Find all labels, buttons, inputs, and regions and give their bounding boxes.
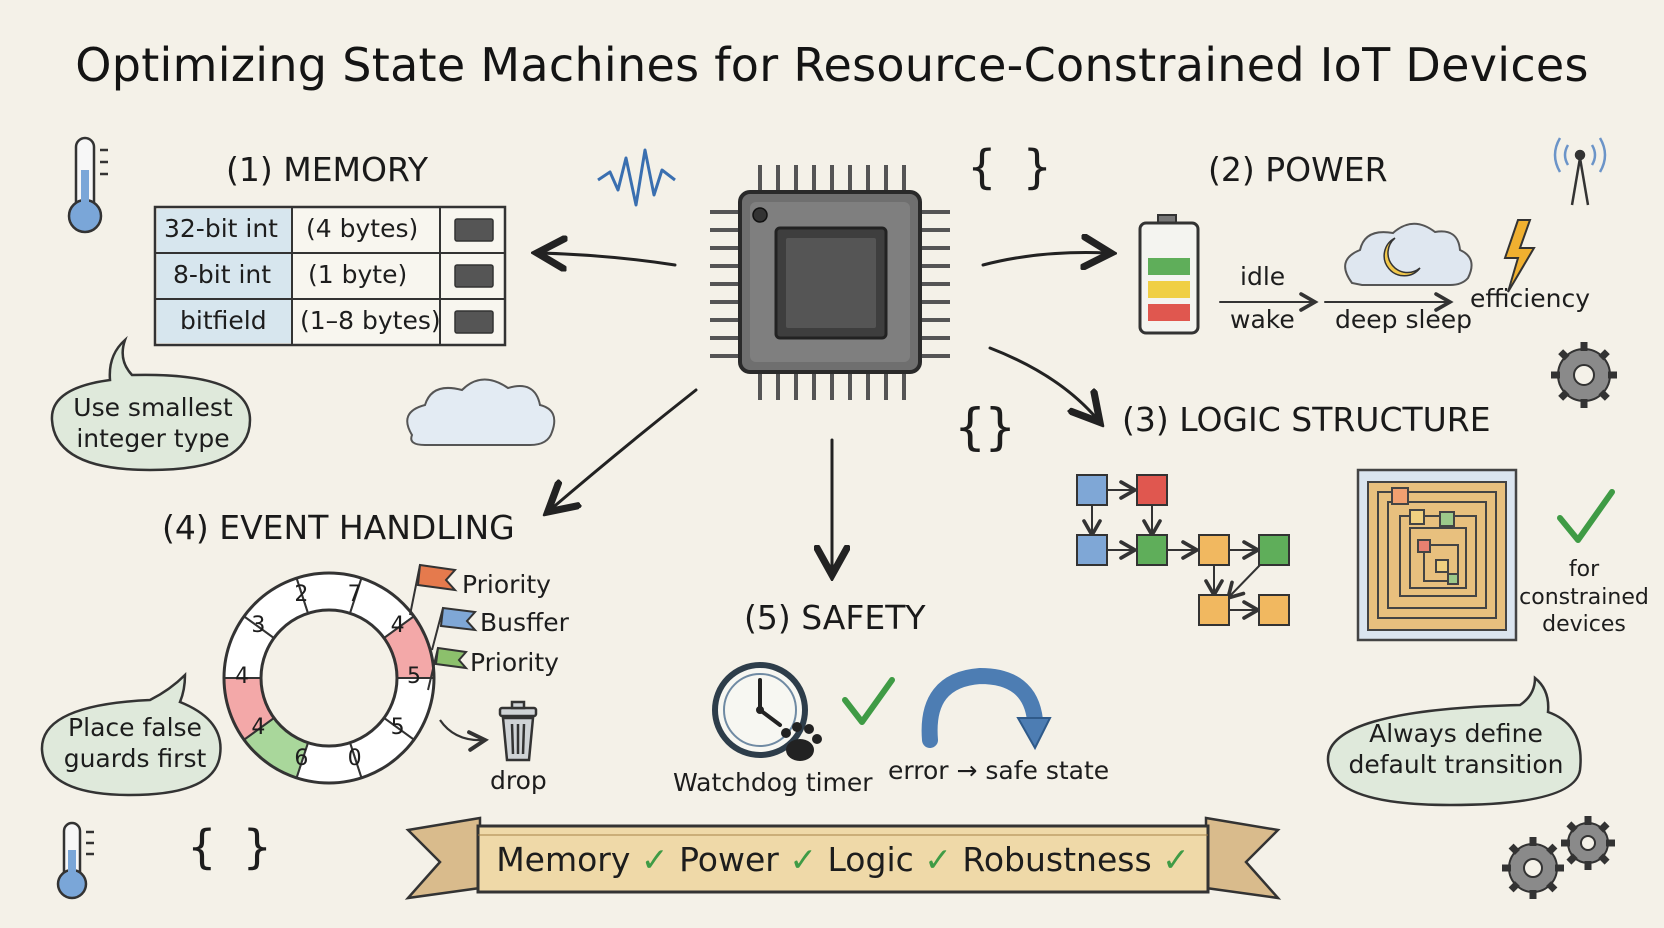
summary-banner xyxy=(404,816,1282,900)
ring-slot-label: 3 xyxy=(251,613,266,639)
memory-type-cell: 32-bit int xyxy=(164,214,278,243)
gear-icon xyxy=(1508,822,1609,893)
check-icon: ✓ xyxy=(640,840,669,879)
banner-item: Logic xyxy=(827,840,914,879)
speech-bubble xyxy=(1326,675,1582,807)
ring-slot-label: 4 xyxy=(235,664,249,689)
ring-slot-label: 7 xyxy=(347,582,362,608)
power-deep-sleep-label: deep sleep xyxy=(1335,305,1473,334)
ring-buffer xyxy=(222,571,436,785)
memory-type-cell: 8-bit int xyxy=(173,260,272,289)
watchdog-label: Watchdog timer xyxy=(673,768,873,797)
flag-label: Priority xyxy=(462,570,551,599)
flag-label: Busffer xyxy=(480,608,569,637)
drop-label: drop xyxy=(490,766,547,795)
braces-icon: { } xyxy=(188,820,272,874)
speech-bubble xyxy=(50,335,252,472)
microcontroller-chip-icon xyxy=(710,165,950,400)
logic-tip-line: default transition xyxy=(1348,750,1564,780)
events-heading: (4) EVENT HANDLING xyxy=(162,508,515,547)
trash-icon xyxy=(498,700,538,762)
memory-tip: Use smallest integer type xyxy=(58,392,248,455)
ring-slot-label: 4 xyxy=(390,613,405,639)
check-icon xyxy=(842,677,895,725)
memory-heading: (1) MEMORY xyxy=(226,150,428,189)
ring-slot-label: 4 xyxy=(251,714,266,740)
braces-icon: {} xyxy=(955,398,1016,456)
logic-tip-line: Always define xyxy=(1369,719,1543,748)
check-icon: ✓ xyxy=(924,840,952,879)
ring-slot-label: 6 xyxy=(294,745,309,771)
nested-state-diagram xyxy=(1356,468,1518,642)
safety-heading: (5) SAFETY xyxy=(744,598,926,637)
memory-tip-line: integer type xyxy=(76,424,230,454)
flow-arrows xyxy=(540,253,1108,573)
buffer-flag-icon xyxy=(431,606,478,651)
power-efficiency-label: efficiency xyxy=(1470,284,1591,313)
ring-slot-label: 2 xyxy=(294,582,309,608)
logic-note-line: devices xyxy=(1542,612,1626,637)
priority-flag-icon xyxy=(427,646,469,691)
power-heading: (2) POWER xyxy=(1208,150,1388,189)
gear-icon xyxy=(1557,348,1611,402)
banner-item: Robustness xyxy=(962,840,1152,879)
signal-wave-icon xyxy=(597,148,676,207)
memory-table xyxy=(153,205,507,347)
memory-size-cell: (4 bytes) xyxy=(306,214,419,243)
paw-icon xyxy=(781,722,822,761)
flag-label: Priority xyxy=(470,648,559,677)
memory-size-cell: (1 byte) xyxy=(308,260,408,289)
power-idle-label: idle xyxy=(1240,262,1286,291)
battery-icon xyxy=(1138,214,1200,335)
logic-note-line: constrained xyxy=(1519,584,1649,610)
check-icon xyxy=(1557,489,1615,543)
banner-items: Memory ✓ Power ✓ Logic ✓ Robustness ✓ xyxy=(478,840,1208,879)
cloud-moon-icon xyxy=(1344,222,1473,286)
recovery-arrow-icon xyxy=(921,667,1052,751)
events-tip-line: Place false xyxy=(68,713,202,742)
logic-heading: (3) LOGIC STRUCTURE xyxy=(1122,400,1491,439)
thermometer-icon xyxy=(67,136,108,234)
state-flowchart xyxy=(1076,474,1290,626)
logic-tip: Always define default transition xyxy=(1336,718,1576,781)
priority-flag-icon xyxy=(409,563,458,616)
speech-bubble xyxy=(40,671,222,797)
check-icon: ✓ xyxy=(1162,840,1190,879)
events-tip: Place false guards first xyxy=(50,712,220,775)
ring-slot-label: 5 xyxy=(407,664,421,689)
power-wake-label: wake xyxy=(1230,305,1295,334)
memory-tip-line: Use smallest xyxy=(73,393,233,422)
logic-note-line: for xyxy=(1568,557,1600,582)
recovery-label: error → safe state xyxy=(888,756,1110,785)
check-icon: ✓ xyxy=(789,840,817,879)
banner-item: Memory xyxy=(496,840,631,879)
thermometer-icon xyxy=(56,821,94,900)
cloud-icon xyxy=(406,378,556,446)
banner-item: Power xyxy=(679,840,779,879)
braces-icon: { } xyxy=(968,140,1052,194)
lightning-icon xyxy=(1503,219,1536,293)
memory-chip-icon xyxy=(454,218,494,334)
events-tip-line: guards first xyxy=(63,744,207,774)
antenna-icon xyxy=(1553,137,1607,206)
page-title: Optimizing State Machines for Resource-C… xyxy=(75,38,1589,92)
ring-slot-label: 5 xyxy=(390,714,405,740)
ring-slot-label: 0 xyxy=(347,745,362,771)
memory-type-cell: bitfield xyxy=(180,306,267,335)
memory-size-cell: (1–8 bytes) xyxy=(300,306,441,335)
logic-note: for constrained devices xyxy=(1518,556,1650,639)
